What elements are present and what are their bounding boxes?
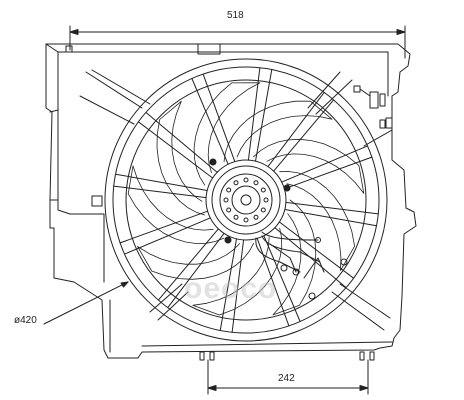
diameter-leader: [43, 281, 129, 325]
spoke-edge: [137, 121, 214, 179]
fan-blade: [193, 82, 261, 186]
spoke-edge: [278, 221, 355, 279]
spoke-edge: [267, 91, 325, 168]
connector-block: [353, 85, 393, 129]
spoke-edge: [167, 232, 225, 309]
hub-bolt-hole: [233, 180, 239, 186]
dimension-518: [69, 25, 406, 59]
motor-hub: [205, 158, 291, 244]
spoke-edge: [231, 239, 245, 333]
fan-ring: [104, 58, 388, 342]
motor-wiring: [255, 231, 348, 300]
fan-blade: [156, 100, 206, 216]
frame-struts: [79, 69, 393, 331]
spoke-edge: [191, 78, 229, 165]
bottom-dimension-label: 242: [278, 373, 295, 384]
width-dimension-label: 518: [227, 10, 244, 21]
spoke-edge: [281, 145, 368, 183]
hub-bolt-hole: [260, 207, 266, 213]
spoke-edge: [255, 69, 273, 162]
hub-bolt-hole: [243, 217, 249, 223]
bottom-tabs: [199, 351, 375, 361]
hub-bolt-hole: [226, 187, 232, 193]
hub-bolt-hole: [253, 214, 259, 220]
shroud-outline: [45, 43, 417, 359]
hub-bolt-hole: [260, 187, 266, 193]
fan-blades: [127, 82, 365, 316]
spoke-edge: [119, 210, 209, 244]
spoke-edge: [285, 201, 379, 215]
top-bracket: [197, 43, 221, 55]
shroud-inner-outline: [57, 51, 393, 353]
fan-blade: [137, 242, 255, 280]
hub-bolt-hole: [263, 197, 269, 203]
hub-bolt-hole: [223, 197, 229, 203]
fan-blade: [279, 171, 356, 272]
fan-blade: [127, 165, 225, 244]
watermark: oeoco: [184, 272, 278, 305]
fan-blade: [272, 199, 317, 316]
dimension-242: [207, 359, 369, 395]
spoke-edge: [219, 238, 237, 331]
hub-bolt-hole: [253, 180, 259, 186]
diameter-dimension-label: ø420: [14, 315, 37, 326]
hub-bolt-hole: [243, 177, 249, 183]
fan-blade: [223, 100, 333, 163]
spoke-edge: [283, 156, 373, 190]
hub-bolt-hole: [226, 207, 232, 213]
spoke-edge: [145, 111, 218, 173]
spoke-edge: [124, 217, 211, 255]
hub-bolt-hole: [233, 214, 239, 220]
fan-blade: [253, 138, 365, 194]
